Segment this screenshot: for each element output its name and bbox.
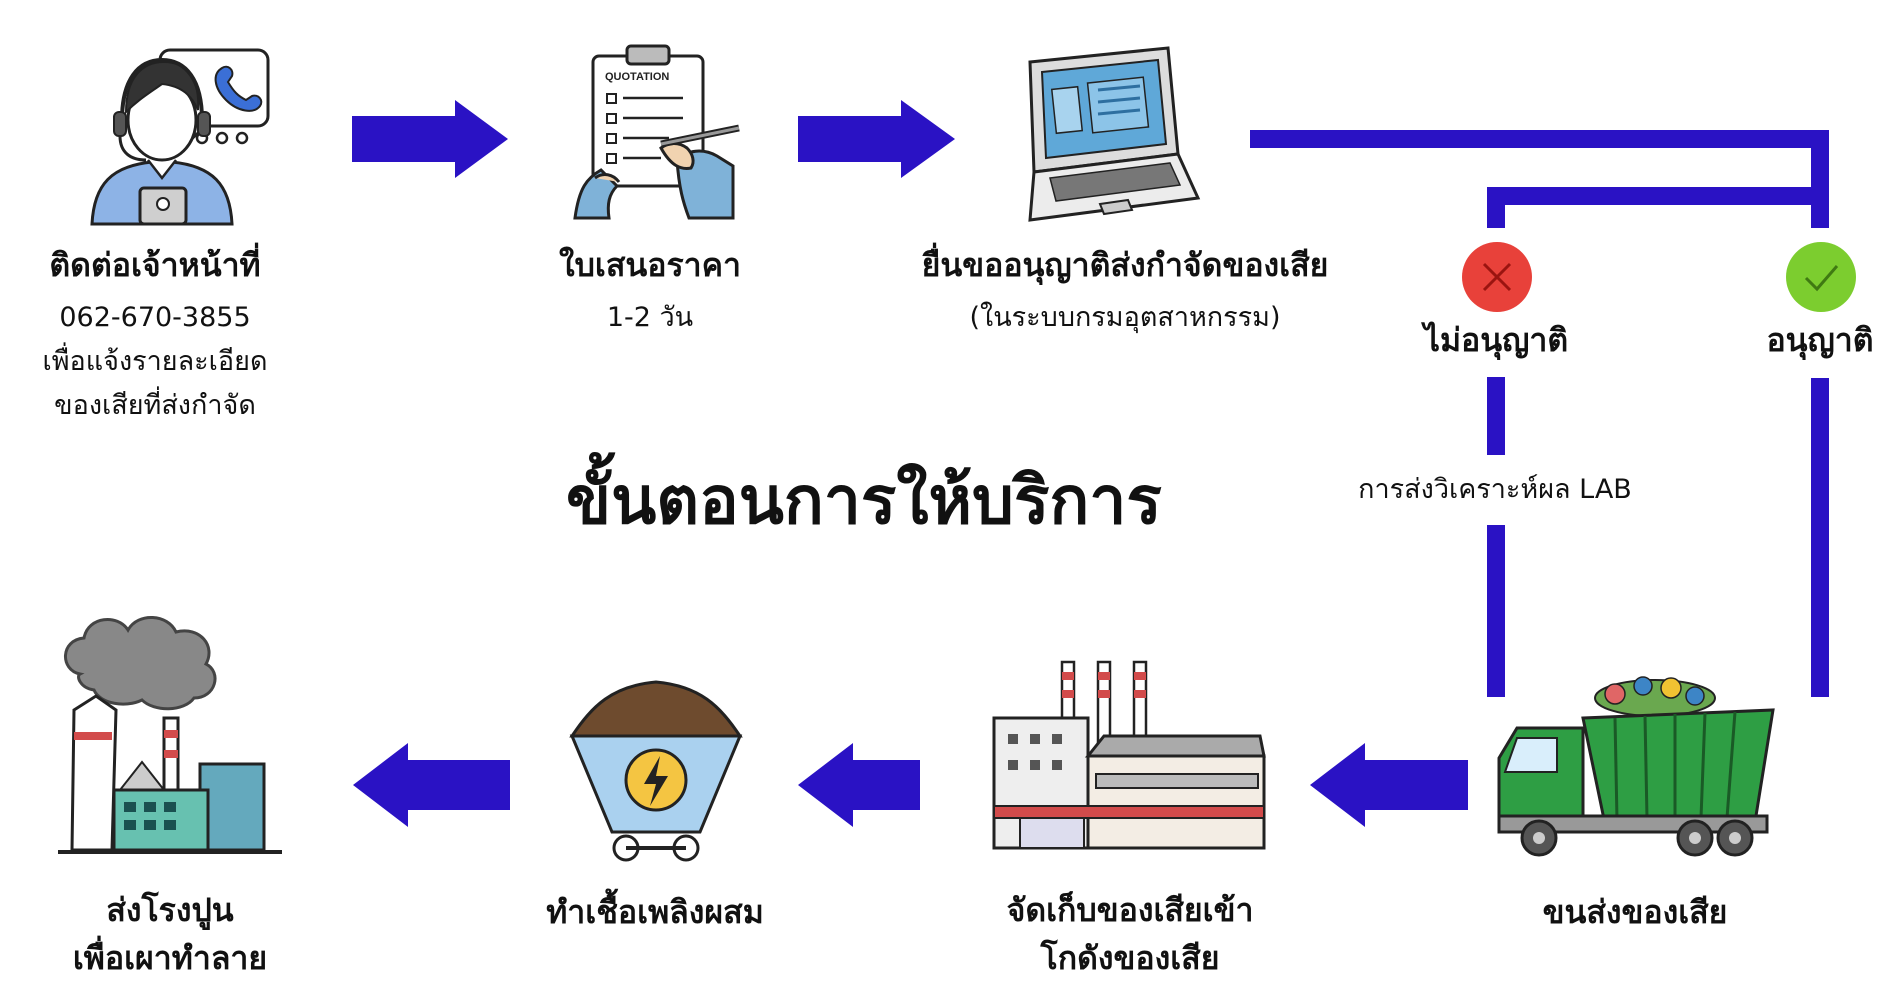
step-contact-detail-1: เพื่อแจ้งรายละเอียด	[42, 346, 268, 377]
factory-warehouse-icon	[992, 660, 1266, 850]
arrow-fuel-to-cement	[353, 743, 510, 827]
quotation-doc-text: QUOTATION	[605, 71, 669, 83]
step-cement-label-2: เพื่อเผาทำลาย	[72, 939, 268, 977]
page-title: ขั้นตอนการให้บริการ	[566, 462, 1162, 539]
step-storage-label-1: จัดเก็บของเสียเข้า	[1006, 891, 1254, 929]
step-permit-system: (ในระบบกรมอุตสาหกรรม)	[969, 302, 1281, 333]
step-contact-label: ติดต่อเจ้าหน้าที่	[49, 246, 261, 284]
denied-x-icon	[1462, 242, 1532, 312]
step-quotation-duration: 1-2 วัน	[606, 302, 694, 333]
step-permit-label: ยื่นขออนุญาติส่งกำจัดของเสีย	[921, 246, 1329, 284]
step-fuel-label: ทำเชื้อเพลิงผสม	[546, 893, 764, 931]
arrow-transport-to-storage	[1310, 743, 1468, 827]
fuel-bin-icon	[569, 680, 743, 862]
quotation-clipboard-icon: QUOTATION	[573, 44, 740, 220]
decision-approved-label: อนุญาติ	[1766, 321, 1874, 359]
line-permit-to-branch	[1250, 130, 1829, 228]
step-contact-phone: 062-670-3855	[59, 302, 251, 333]
step-cement-label-1: ส่งโรงปูน	[106, 891, 234, 929]
arrow-contact-to-quotation	[352, 100, 508, 178]
arrow-storage-to-fuel	[798, 743, 920, 827]
step-transport-label: ขนส่งของเสีย	[1542, 893, 1728, 931]
garbage-truck-icon	[1497, 676, 1775, 857]
step-contact-detail-2: ของเสียที่ส่งกำจัด	[54, 390, 256, 421]
decision-denied-label: ไม่อนุญาติ	[1423, 321, 1569, 359]
approved-check-icon	[1786, 242, 1856, 312]
step-quotation-label: ใบเสนอราคา	[558, 246, 742, 284]
call-center-agent-icon	[90, 48, 270, 226]
arrow-quotation-to-permit	[798, 100, 955, 178]
laptop-icon	[1028, 46, 1201, 222]
line-branch-to-denied	[1487, 187, 1820, 228]
step-storage-label-2: โกดังของเสีย	[1040, 939, 1220, 977]
cement-plant-icon	[58, 616, 282, 854]
lab-analysis-label: การส่งวิเคราะห์ผล LAB	[1358, 474, 1632, 505]
